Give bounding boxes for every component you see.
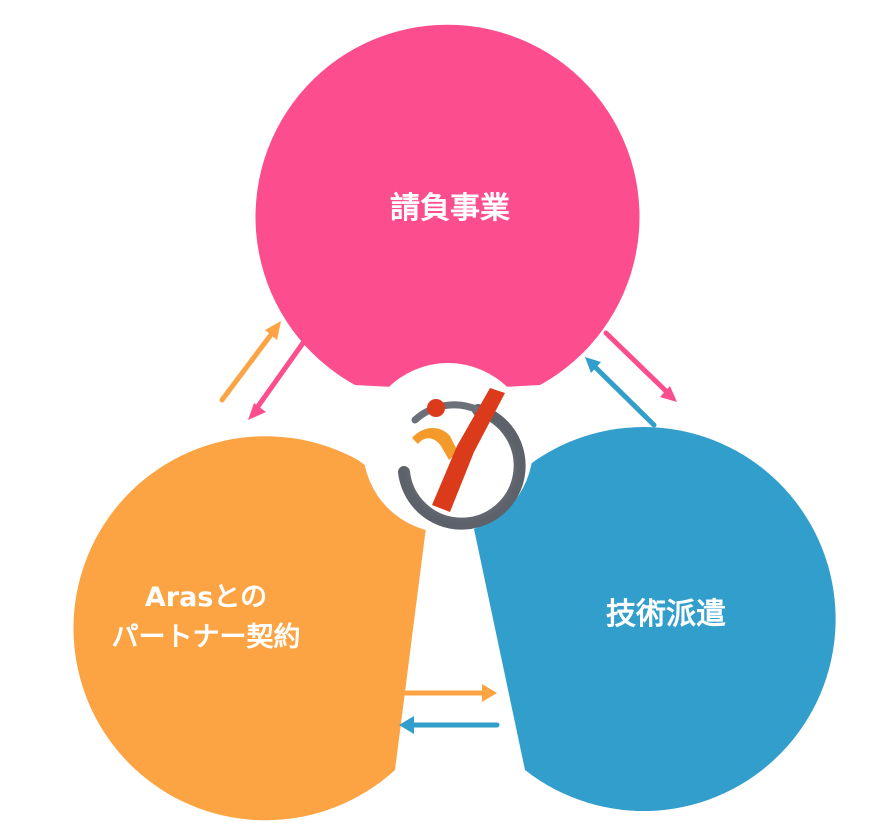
arrow-icon: [603, 330, 677, 402]
arrow-icon: [585, 357, 657, 428]
left-petal-label-line1: Arasとの: [145, 582, 267, 613]
top-petal: [255, 24, 640, 391]
arrow-icon: [399, 716, 500, 734]
arrow-icon: [219, 321, 281, 403]
company-logo-icon: [398, 388, 526, 530]
top-petal-label: 請負事業: [390, 191, 510, 226]
logo-orange-stroke: [412, 427, 458, 460]
right-petal-label: 技術派遣: [606, 597, 726, 632]
logo-head-circle: [427, 399, 445, 417]
right-petal: [470, 427, 836, 812]
arrow-icon: [248, 340, 306, 420]
logo-red-stroke: [432, 388, 505, 512]
left-petal: [73, 436, 429, 821]
arrow-icon: [395, 684, 497, 702]
left-petal-label-line2: パートナー契約: [112, 621, 301, 653]
